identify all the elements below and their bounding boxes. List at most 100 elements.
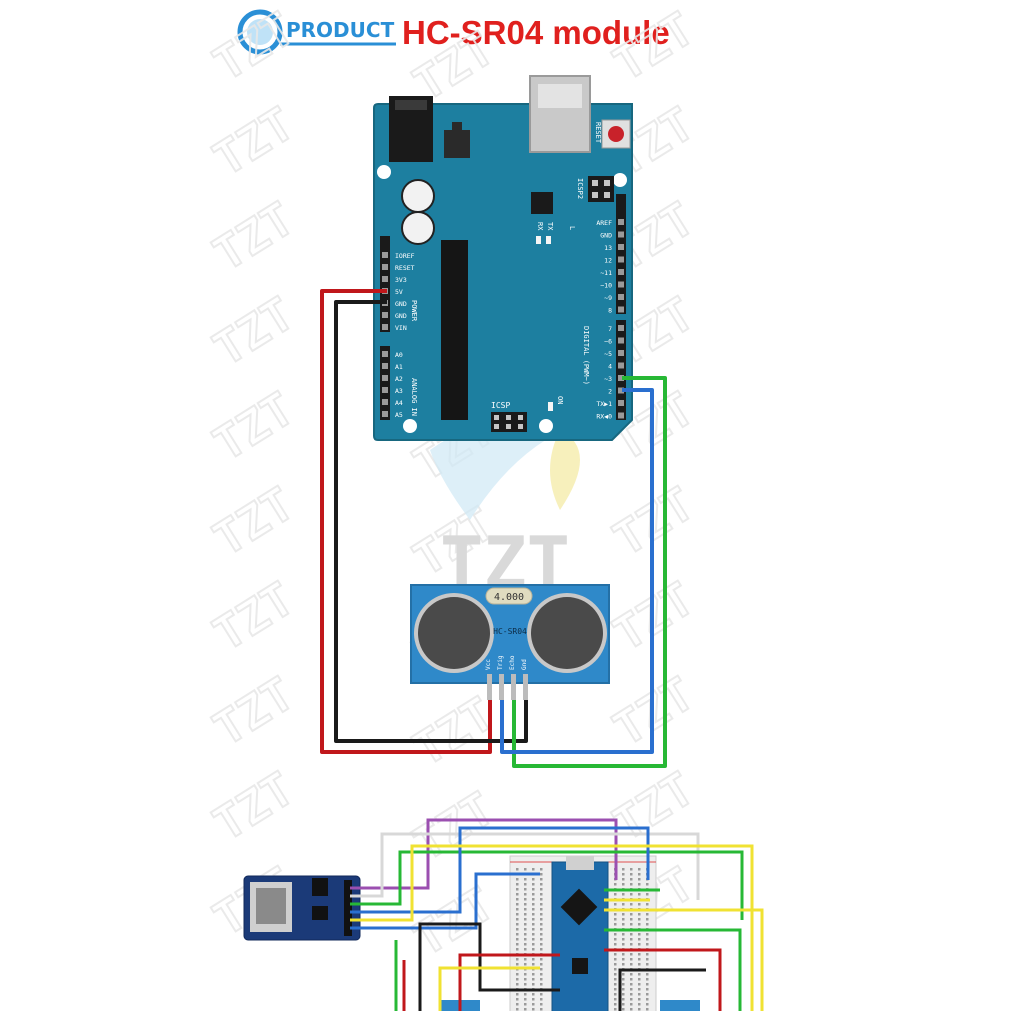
breadboard-hole — [630, 933, 633, 936]
breadboard-hole — [540, 983, 543, 986]
breadboard-hole — [630, 883, 633, 886]
digital-label: DIGITAL (PWM~) — [582, 326, 590, 385]
digital-pin[interactable] — [618, 412, 624, 419]
digital-pin[interactable] — [618, 244, 624, 250]
breadboard-hole — [646, 938, 649, 941]
breadboard-hole — [524, 973, 527, 976]
breadboard-hole — [630, 953, 633, 956]
digital-pin[interactable] — [618, 256, 624, 263]
breadboard-hole — [524, 903, 527, 906]
breadboard-hole — [540, 898, 543, 901]
breadboard-hole — [638, 993, 641, 996]
breadboard-hole — [622, 963, 625, 966]
breadboard-hole — [532, 1008, 535, 1011]
breadboard-hole — [622, 973, 625, 976]
watermark-swoosh-icon — [550, 430, 580, 510]
breadboard-hole — [622, 918, 625, 921]
atmega-chip — [441, 240, 468, 420]
sensor-pin-label: Gnd — [521, 659, 528, 670]
led-tx — [546, 236, 551, 244]
breadboard-hole — [646, 953, 649, 956]
digital-pin[interactable] — [618, 350, 624, 356]
breadboard-hole — [540, 938, 543, 941]
digital-pin[interactable] — [618, 375, 624, 381]
wire-d2-echo — [512, 376, 667, 768]
breadboard-hole — [532, 868, 535, 871]
power-pin[interactable] — [382, 252, 388, 258]
breadboard-hole — [614, 978, 617, 981]
board-pcb — [373, 103, 633, 441]
product-badge — [237, 9, 396, 55]
breadboard-hole — [630, 893, 633, 896]
capacitor-2 — [401, 211, 435, 245]
digital-pin[interactable] — [618, 325, 624, 331]
power-pin[interactable] — [382, 276, 388, 282]
power-pin[interactable] — [382, 264, 388, 270]
arduino-uno-board: RESET ICSP2 RX TX L — [373, 75, 633, 441]
digital-pin[interactable] — [618, 387, 624, 394]
breadboard-hole — [540, 878, 543, 881]
breadboard-hole — [516, 918, 519, 921]
on-led — [548, 402, 553, 411]
breadboard-hole — [630, 973, 633, 976]
usb-chip — [531, 192, 553, 214]
breadboard-hole — [622, 878, 625, 881]
digital-pin[interactable] — [618, 306, 624, 313]
analog-pin[interactable] — [382, 387, 388, 393]
power-pin-label: IOREF — [395, 252, 415, 260]
breadboard-hole — [614, 1003, 617, 1006]
breadboard-hole — [516, 898, 519, 901]
breadboard-hole — [524, 938, 527, 941]
digital-pin[interactable] — [618, 400, 624, 406]
breadboard-hole — [516, 948, 519, 951]
breadboard-hole — [532, 923, 535, 926]
power-pin[interactable] — [382, 324, 388, 330]
breadboard-hole — [630, 983, 633, 986]
digital-pin[interactable] — [618, 281, 624, 288]
breadboard-hole — [638, 973, 641, 976]
analog-pin-label: A2 — [395, 375, 403, 383]
wire-gnd-gnd — [334, 300, 528, 743]
breadboard-hole — [622, 1008, 625, 1011]
breadboard-hole — [614, 998, 617, 1001]
breadboard-hole — [646, 883, 649, 886]
digital-pin[interactable] — [618, 337, 624, 344]
breadboard-hole — [540, 978, 543, 981]
breadboard-hole — [540, 973, 543, 976]
analog-pin[interactable] — [382, 399, 388, 405]
digital-pin[interactable] — [618, 269, 624, 275]
analog-pin[interactable] — [382, 411, 388, 417]
digital-pin-label: 13 — [604, 244, 612, 252]
mount-hole — [539, 419, 553, 433]
power-pin[interactable] — [382, 312, 388, 318]
digital-pin[interactable] — [618, 219, 624, 225]
digital-pin-label: ~11 — [600, 269, 612, 277]
breadboard-hole — [516, 908, 519, 911]
capacitor-1 — [401, 179, 435, 213]
breadboard-hole — [646, 973, 649, 976]
breadboard-hole — [532, 943, 535, 946]
mount-hole — [403, 419, 417, 433]
breadboard-hole — [524, 1003, 527, 1006]
digital-pin[interactable] — [618, 231, 624, 238]
breadboard-hole — [614, 938, 617, 941]
digital-pin[interactable] — [618, 294, 624, 300]
analog-pin[interactable] — [382, 375, 388, 381]
digital-pin-label: ~5 — [604, 350, 612, 358]
analog-pin[interactable] — [382, 351, 388, 357]
breadboard-hole — [646, 998, 649, 1001]
breadboard-hole — [638, 903, 641, 906]
breadboard-hole — [532, 903, 535, 906]
digital-pin[interactable] — [618, 362, 624, 369]
breadboard-hole — [630, 958, 633, 961]
breadboard-hole — [540, 913, 543, 916]
analog-pin[interactable] — [382, 363, 388, 369]
breadboard-hole — [516, 943, 519, 946]
breadboard-hole — [540, 883, 543, 886]
watermark-tile: TZT — [204, 192, 303, 282]
breadboard-hole — [524, 933, 527, 936]
digital-header-bottom — [616, 320, 626, 420]
breadboard-hole — [638, 893, 641, 896]
breadboard-hole — [524, 948, 527, 951]
